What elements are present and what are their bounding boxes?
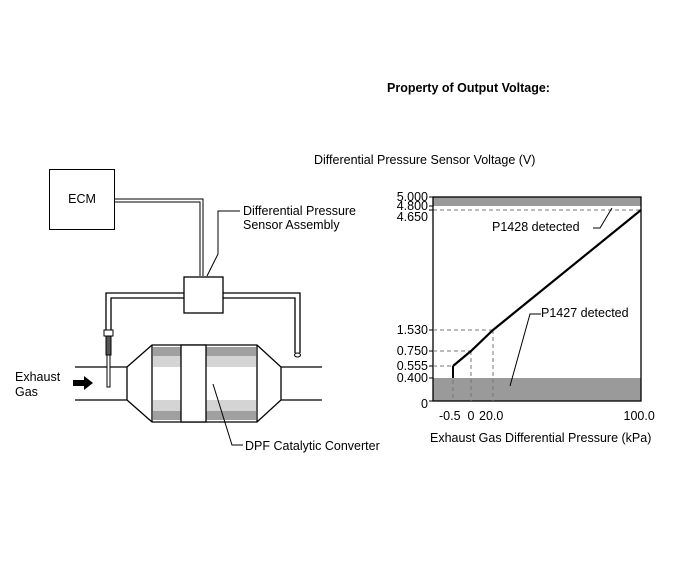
shaded-band-1: [433, 378, 641, 401]
chart-frame: [432, 196, 642, 402]
hose-left-outer: [105, 292, 184, 330]
y-tick-label: 0.750: [396, 344, 428, 358]
ecm-wire-2: [115, 201, 201, 276]
hose-left-inner: [110, 297, 184, 330]
annotation-label: P1428 detected: [492, 220, 580, 234]
inlet-fitting: [105, 335, 112, 356]
ecm-label: ECM: [68, 192, 96, 206]
annotation-leader: [509, 313, 541, 387]
converter-label: DPF Catalytic Converter: [245, 439, 380, 453]
annotation-leader: [593, 207, 613, 229]
exhaust-label-line1: Exhaust: [15, 370, 61, 384]
x-tick-label: 20.0: [479, 409, 504, 423]
exhaust-label-line2: Gas: [15, 385, 38, 399]
chart-xlabel: Exhaust Gas Differential Pressure (kPa): [430, 431, 652, 445]
x-tick-label: 100.0: [623, 409, 655, 423]
sensor-leader: [206, 210, 240, 277]
y-tick-label: 4.800: [396, 199, 428, 213]
y-tick-label: 0: [421, 397, 428, 411]
x-tick-label: 0: [467, 409, 475, 423]
sensor-label-line1: Differential Pressure: [243, 204, 357, 218]
ecm-box: ECM: [49, 169, 115, 230]
sensor-label-line2: Sensor Assembly: [243, 218, 340, 232]
pressure-sensor: [183, 276, 224, 314]
y-tick-label: 5.000: [396, 190, 428, 204]
voltage-chart: [429, 196, 642, 402]
page-title: Property of Output Voltage:: [387, 81, 550, 95]
hose-right-inner: [223, 297, 296, 353]
inlet-fitting-cap: [103, 329, 114, 337]
ecm-wire: [115, 198, 204, 276]
y-tick-label: 0.555: [396, 359, 428, 373]
hose-right-outer: [223, 292, 301, 353]
x-tick-label: -0.5: [439, 409, 461, 423]
shaded-band-0: [433, 197, 641, 206]
y-tick-label: 0.400: [396, 371, 428, 385]
chart-ylabel: Differential Pressure Sensor Voltage (V): [314, 153, 536, 167]
hose-end: [294, 352, 301, 358]
y-tick-label: 4.650: [396, 210, 428, 224]
converter-divider: [180, 344, 207, 423]
flow-arrow-icon: [73, 376, 93, 390]
converter-leader: [212, 383, 243, 446]
annotation-label: P1427 detected: [541, 306, 629, 320]
y-tick-label: 1.530: [396, 323, 428, 337]
series-line: [452, 209, 642, 367]
